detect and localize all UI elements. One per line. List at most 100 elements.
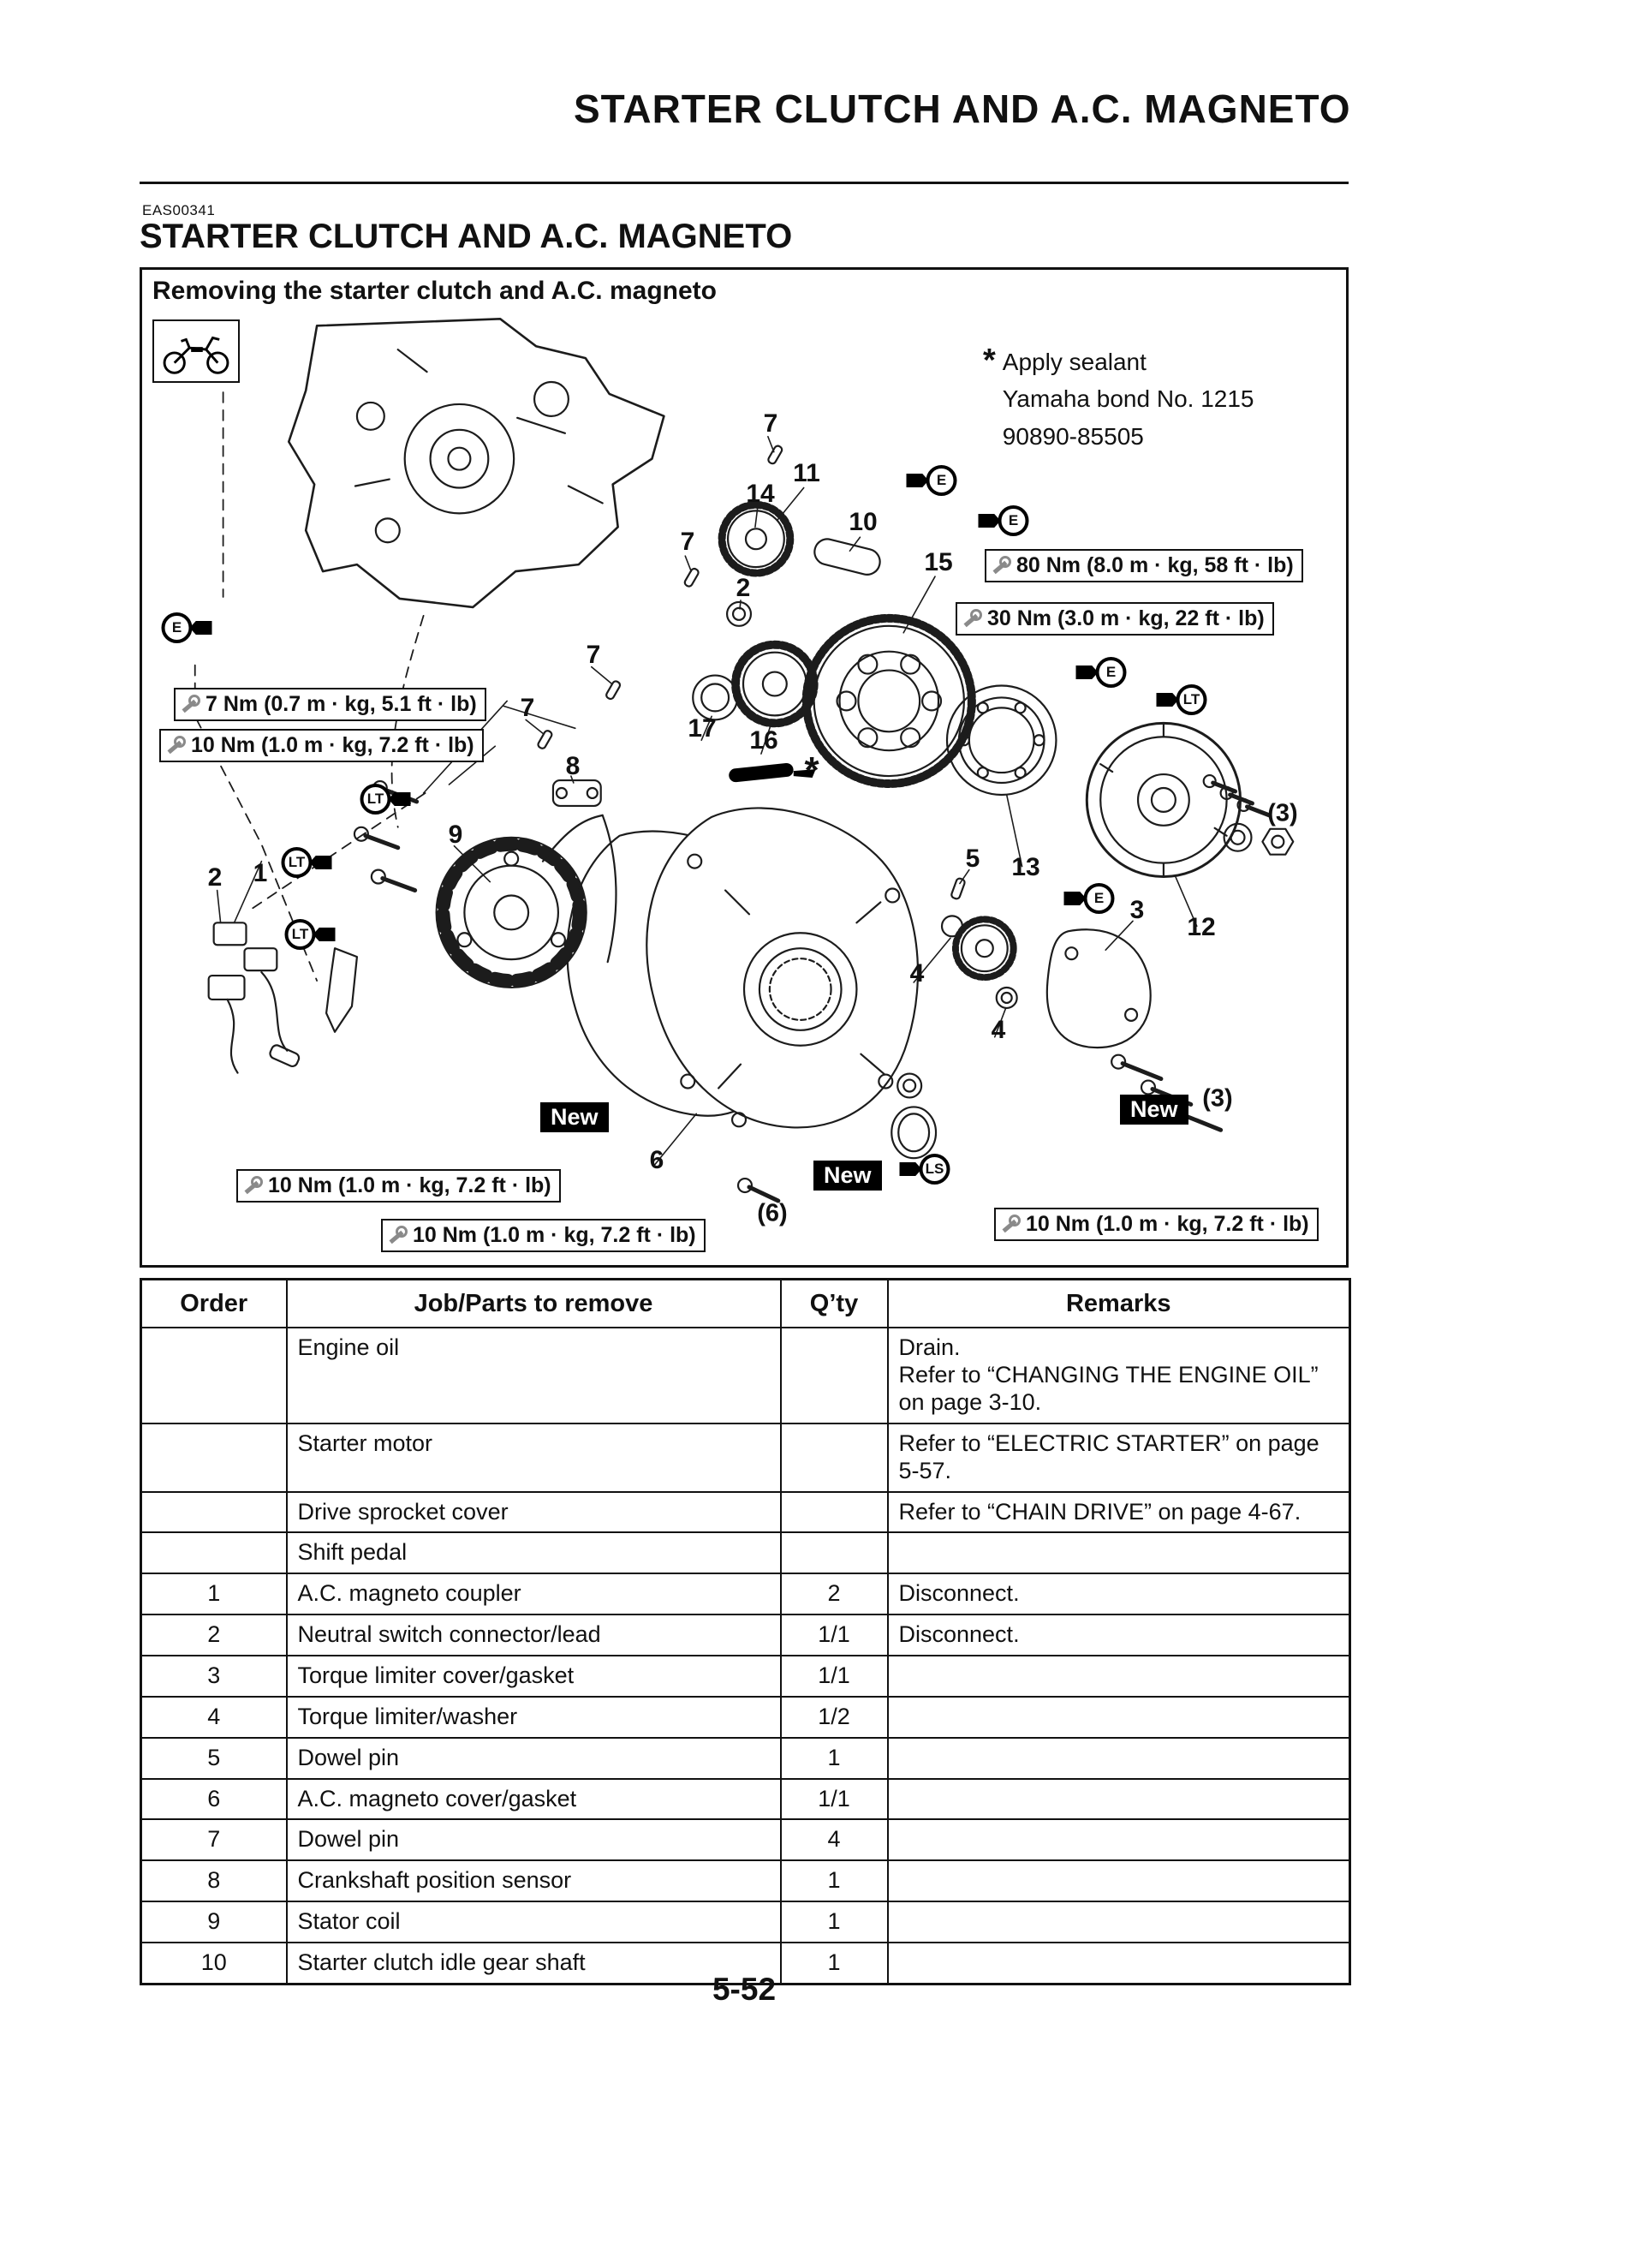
cell-qty: 1 xyxy=(779,1901,889,1943)
cell-remarks: Disconnect. xyxy=(886,1573,1351,1616)
torque-spec-label: 80 Nm (8.0 m · kg, 58 ft · lb) xyxy=(985,549,1303,582)
torque-spec-text: 10 Nm (1.0 m · kg, 7.2 ft · lb) xyxy=(413,1223,696,1247)
cell-order: 5 xyxy=(140,1736,288,1780)
applicator-marker-lt: LT xyxy=(360,784,411,815)
cell-remarks xyxy=(886,1736,1351,1780)
sealant-star-mark: * xyxy=(804,749,819,791)
applicator-flag-icon xyxy=(1156,693,1179,707)
torque-spec-text: 10 Nm (1.0 m · kg, 7.2 ft · lb) xyxy=(1026,1212,1309,1236)
new-part-badge: New xyxy=(1120,1095,1188,1125)
cell-job: A.C. magneto coupler xyxy=(285,1573,782,1616)
cell-qty: 1 xyxy=(779,1736,889,1780)
cell-job: Shift pedal xyxy=(285,1531,782,1575)
part-callout-number: 10 xyxy=(849,508,878,536)
cell-order: 9 xyxy=(140,1901,288,1943)
new-part-badge: New xyxy=(813,1161,882,1191)
torque-spec-label: 7 Nm (0.7 m · kg, 5.1 ft · lb) xyxy=(174,688,486,721)
cell-qty: 1 xyxy=(779,1859,889,1903)
sealant-note-line: 90890-85505 xyxy=(1002,422,1144,450)
applicator-flag-icon xyxy=(313,928,336,941)
applicator-flag-icon xyxy=(189,621,212,635)
cell-order: 10 xyxy=(140,1941,288,1985)
torque-spec-text: 80 Nm (8.0 m · kg, 58 ft · lb) xyxy=(1016,553,1294,577)
torque-spec-text: 30 Nm (3.0 m · kg, 22 ft · lb) xyxy=(987,606,1265,630)
page-number: 5-52 xyxy=(712,1972,777,2007)
marker-letter: E xyxy=(926,465,957,496)
marker-letter: E xyxy=(161,612,193,643)
wrench-icon xyxy=(180,694,201,715)
cell-job: Torque limiter/washer xyxy=(285,1695,782,1739)
cell-order: 7 xyxy=(140,1818,288,1862)
applicator-flag-icon xyxy=(906,474,929,487)
cell-order xyxy=(140,1327,288,1424)
applicator-flag-icon xyxy=(309,856,332,869)
marker-letter: LT xyxy=(1176,684,1207,715)
wrench-icon xyxy=(165,735,187,756)
cell-job: Crankshaft position sensor xyxy=(285,1859,782,1903)
sealant-note-star: * xyxy=(983,343,996,379)
applicator-marker-e: E xyxy=(1075,657,1127,688)
cell-remarks xyxy=(886,1654,1351,1698)
cell-order: 2 xyxy=(140,1614,288,1656)
part-callout-number: 2 xyxy=(207,863,223,892)
cell-remarks: Disconnect. xyxy=(886,1614,1351,1656)
cell-qty: 1 xyxy=(779,1941,889,1985)
part-callout-number: 1 xyxy=(253,859,268,887)
cell-remarks xyxy=(886,1818,1351,1862)
part-callout-number: 7 xyxy=(763,409,778,438)
torque-spec-label: 10 Nm (1.0 m · kg, 7.2 ft · lb) xyxy=(994,1208,1319,1241)
part-callout-number: 2 xyxy=(736,574,751,602)
new-part-badge: New xyxy=(540,1102,609,1132)
part-callout-number: 3 xyxy=(1129,896,1145,924)
cell-job: A.C. magneto cover/gasket xyxy=(285,1777,782,1821)
cell-remarks: Refer to “CHAIN DRIVE” on page 4-67. xyxy=(886,1490,1351,1534)
col-header-remarks: Remarks xyxy=(886,1278,1351,1329)
cell-order xyxy=(140,1531,288,1575)
part-callout-number: 4 xyxy=(991,1016,1006,1044)
applicator-flag-icon xyxy=(1075,665,1099,679)
quantity-note: (3) xyxy=(1202,1084,1233,1113)
sealant-note-line: Yamaha bond No. 1215 xyxy=(1002,385,1254,413)
part-callout-number: 12 xyxy=(1187,913,1216,941)
cell-remarks: Refer to “ELECTRIC STARTER” on page 5-57… xyxy=(886,1422,1351,1493)
col-header-job: Job/Parts to remove xyxy=(285,1278,782,1329)
col-header-qty: Q’ty xyxy=(779,1278,889,1329)
cell-remarks xyxy=(886,1695,1351,1739)
cell-order xyxy=(140,1490,288,1534)
torque-spec-label: 30 Nm (3.0 m · kg, 22 ft · lb) xyxy=(956,602,1274,636)
exploded-view-diagram: * Apply sealant Yamaha bond No. 1215 908… xyxy=(142,313,1346,1265)
applicator-flag-icon xyxy=(388,792,411,806)
cell-order: 1 xyxy=(140,1573,288,1616)
table-row: Shift pedal xyxy=(140,1531,1351,1575)
part-callout-number: 16 xyxy=(749,726,778,755)
wrench-icon xyxy=(242,1175,264,1197)
cell-qty: 4 xyxy=(779,1818,889,1862)
part-callout-number: 7 xyxy=(520,694,535,722)
cell-qty xyxy=(779,1327,889,1424)
applicator-marker-e: E xyxy=(1063,883,1115,914)
marker-letter: LT xyxy=(281,847,313,878)
figure-box: Removing the starter clutch and A.C. mag… xyxy=(140,267,1349,1268)
cell-qty: 1/1 xyxy=(779,1614,889,1656)
cell-order xyxy=(140,1422,288,1493)
part-callout-number: 14 xyxy=(746,480,775,508)
quantity-note: (3) xyxy=(1267,799,1298,827)
sealant-note-line: Apply sealant xyxy=(1002,349,1147,375)
cell-job: Dowel pin xyxy=(285,1736,782,1780)
torque-spec-label: 10 Nm (1.0 m · kg, 7.2 ft · lb) xyxy=(159,729,484,762)
cell-job: Dowel pin xyxy=(285,1818,782,1862)
marker-letter: LT xyxy=(284,919,316,950)
cell-job: Stator coil xyxy=(285,1901,782,1943)
torque-spec-text: 10 Nm (1.0 m · kg, 7.2 ft · lb) xyxy=(191,733,474,757)
motorcycle-icon xyxy=(152,319,240,383)
cell-remarks xyxy=(886,1901,1351,1943)
part-callout-number: 7 xyxy=(586,641,601,669)
applicator-flag-icon xyxy=(899,1162,922,1176)
